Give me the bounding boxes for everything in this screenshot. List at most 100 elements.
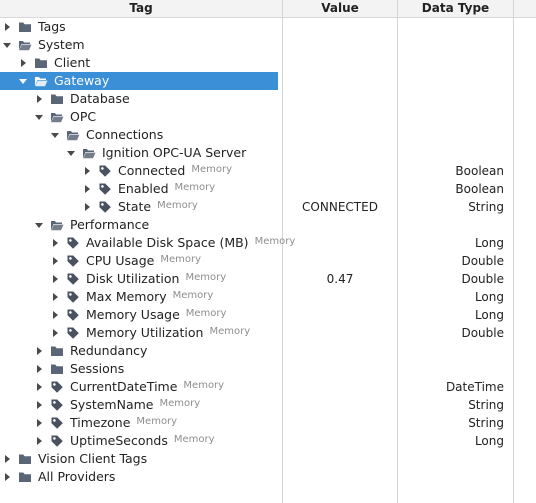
tree-row-sessions[interactable]: Sessions bbox=[0, 360, 536, 378]
tag-value bbox=[283, 450, 397, 468]
chevron-right-icon[interactable] bbox=[34, 418, 44, 428]
tag-provider-label: Memory bbox=[185, 272, 227, 283]
folder-open-icon bbox=[50, 110, 64, 124]
chevron-right-icon[interactable] bbox=[2, 22, 12, 32]
tree-row-tags[interactable]: Tags bbox=[0, 18, 536, 36]
column-header-tag[interactable]: Tag bbox=[129, 1, 153, 15]
tree-row-system[interactable]: System bbox=[0, 36, 536, 54]
chevron-right-icon[interactable] bbox=[18, 58, 28, 68]
tree-item-label: UptimeSeconds bbox=[70, 433, 168, 448]
tree-item-label: Connected bbox=[118, 163, 186, 178]
tree-row-ignition-opc-ua-server[interactable]: Ignition OPC-UA Server bbox=[0, 144, 536, 162]
tag-data-type: Long bbox=[474, 434, 504, 448]
tree-row-all-providers[interactable]: All Providers bbox=[0, 468, 536, 486]
folder-open-icon bbox=[82, 146, 96, 160]
chevron-right-icon[interactable] bbox=[82, 166, 92, 176]
tree-item-label: CurrentDateTime bbox=[70, 379, 178, 394]
chevron-down-icon[interactable] bbox=[34, 112, 44, 122]
folder-icon bbox=[50, 92, 64, 106]
tree-row-vision-client-tags[interactable]: Vision Client Tags bbox=[0, 450, 536, 468]
chevron-right-icon[interactable] bbox=[2, 454, 12, 464]
tree-row-connections[interactable]: Connections bbox=[0, 126, 536, 144]
chevron-right-icon[interactable] bbox=[50, 274, 60, 284]
tag-icon bbox=[66, 326, 80, 340]
chevron-right-icon[interactable] bbox=[50, 292, 60, 302]
column-header-value[interactable]: Value bbox=[321, 1, 359, 15]
folder-icon bbox=[34, 56, 48, 70]
tag-icon bbox=[50, 398, 64, 412]
tree-row-opc[interactable]: OPC bbox=[0, 108, 536, 126]
tree-item-label: Available Disk Space (MB) bbox=[86, 235, 249, 250]
chevron-right-icon[interactable] bbox=[34, 94, 44, 104]
tree-item-label: Enabled bbox=[118, 181, 169, 196]
chevron-right-icon[interactable] bbox=[82, 202, 92, 212]
chevron-right-icon[interactable] bbox=[34, 364, 44, 374]
chevron-right-icon[interactable] bbox=[50, 238, 60, 248]
tag-value bbox=[283, 36, 397, 54]
tag-icon bbox=[50, 416, 64, 430]
tree-item-label: CPU Usage bbox=[86, 253, 155, 268]
tree-row-client[interactable]: Client bbox=[0, 54, 536, 72]
tree-row-database[interactable]: Database bbox=[0, 90, 536, 108]
tree-row-gateway[interactable]: Gateway bbox=[0, 72, 536, 90]
chevron-down-icon[interactable] bbox=[34, 220, 44, 230]
tag-data-type: Boolean bbox=[455, 164, 504, 178]
column-divider[interactable] bbox=[513, 0, 514, 503]
tag-data-type bbox=[398, 216, 504, 234]
chevron-right-icon[interactable] bbox=[34, 346, 44, 356]
tag-value bbox=[283, 72, 397, 90]
tree-item-label: State bbox=[118, 199, 152, 214]
chevron-right-icon[interactable] bbox=[50, 310, 60, 320]
tag-icon bbox=[66, 290, 80, 304]
tag-value bbox=[283, 108, 397, 126]
folder-icon bbox=[18, 20, 32, 34]
folder-open-icon bbox=[18, 38, 32, 52]
tag-data-type bbox=[398, 72, 504, 90]
chevron-right-icon[interactable] bbox=[2, 472, 12, 482]
tag-value bbox=[283, 324, 397, 342]
tag-provider-label: Memory bbox=[209, 326, 251, 337]
chevron-right-icon[interactable] bbox=[50, 328, 60, 338]
column-divider[interactable] bbox=[397, 0, 398, 503]
chevron-down-icon[interactable] bbox=[2, 40, 12, 50]
column-divider[interactable] bbox=[282, 0, 283, 503]
tree-row-performance[interactable]: Performance bbox=[0, 216, 536, 234]
tree-item-label: Timezone bbox=[70, 415, 131, 430]
selection-highlight bbox=[0, 72, 278, 90]
chevron-down-icon[interactable] bbox=[66, 148, 76, 158]
chevron-down-icon[interactable] bbox=[18, 76, 28, 86]
tree-item-label: Performance bbox=[70, 217, 150, 232]
column-header-data-type[interactable]: Data Type bbox=[421, 1, 490, 15]
tag-data-type bbox=[398, 360, 504, 378]
tag-provider-label: Memory bbox=[157, 200, 198, 211]
tree-item-label: Database bbox=[70, 91, 130, 106]
tag-value bbox=[283, 378, 397, 396]
chevron-right-icon[interactable] bbox=[34, 382, 44, 392]
tag-data-type: Long bbox=[474, 290, 504, 304]
tag-provider-label: Memory bbox=[174, 182, 216, 193]
chevron-right-icon[interactable] bbox=[34, 400, 44, 410]
tag-provider-label: Memory bbox=[254, 236, 296, 247]
tree-item-label: Disk Utilization bbox=[86, 271, 180, 286]
chevron-right-icon[interactable] bbox=[82, 184, 92, 194]
chevron-down-icon[interactable] bbox=[50, 130, 60, 140]
chevron-right-icon[interactable] bbox=[34, 436, 44, 446]
chevron-right-icon[interactable] bbox=[50, 256, 60, 266]
tree-item-label: Max Memory bbox=[86, 289, 167, 304]
tag-icon bbox=[98, 200, 112, 214]
tree-row-redundancy[interactable]: Redundancy bbox=[0, 342, 536, 360]
tree-item-label: Redundancy bbox=[70, 343, 148, 358]
